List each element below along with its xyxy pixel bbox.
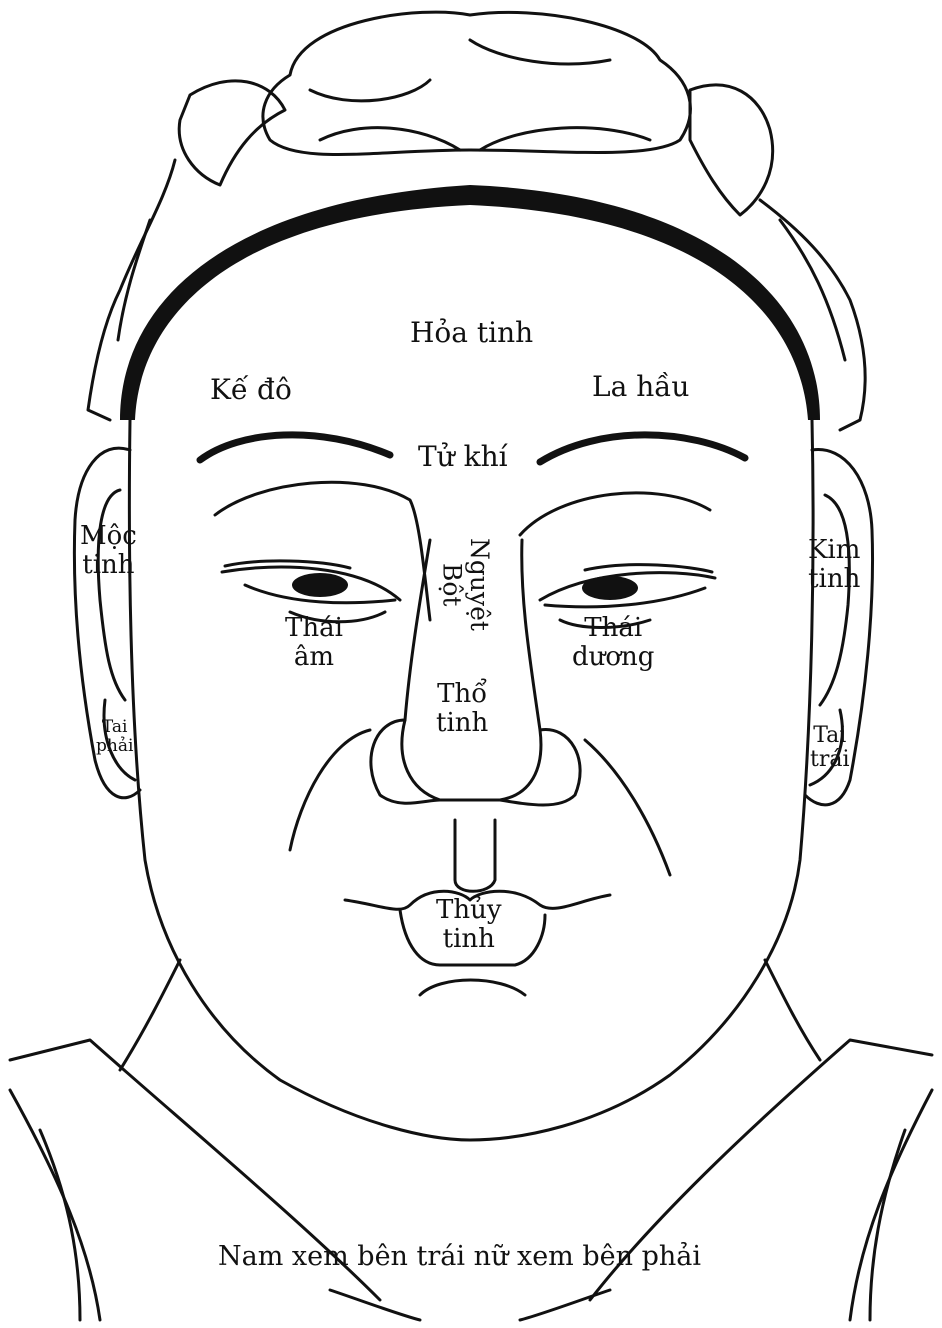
label-tu-khi: Tử khí xyxy=(418,442,508,473)
neck-right xyxy=(765,960,820,1060)
hair-right-fold xyxy=(690,85,773,215)
label-la-hau: La hầu xyxy=(592,372,689,403)
label-thuy-tinh: Thủy tinh xyxy=(436,896,502,953)
left-pupil xyxy=(292,573,348,597)
label-kim-tinh: Kim tinh xyxy=(808,536,860,593)
neck-left xyxy=(120,960,180,1070)
label-nguyet-bot: Nguyệt Bột xyxy=(438,538,493,631)
label-moc-tinh: Mộc tinh xyxy=(80,522,137,579)
label-tai-trai: Tai trái xyxy=(810,724,850,772)
label-hoa-tinh: Hỏa tinh xyxy=(410,318,533,349)
diagram-caption: Nam xem bên trái nữ xem bên phải xyxy=(218,1242,701,1272)
right-pupil xyxy=(582,576,638,600)
philtrum xyxy=(455,820,495,891)
face-outline xyxy=(129,420,813,1140)
label-tai-phai: Tai phải xyxy=(96,718,133,755)
label-thai-duong: Thái dương xyxy=(572,614,654,671)
left-eyebrow xyxy=(200,435,390,460)
label-ke-do: Kế đô xyxy=(210,375,292,406)
label-thai-am: Thái âm xyxy=(285,614,343,671)
right-eyebrow xyxy=(540,435,745,462)
label-tho-tinh: Thổ tinh xyxy=(436,680,488,737)
